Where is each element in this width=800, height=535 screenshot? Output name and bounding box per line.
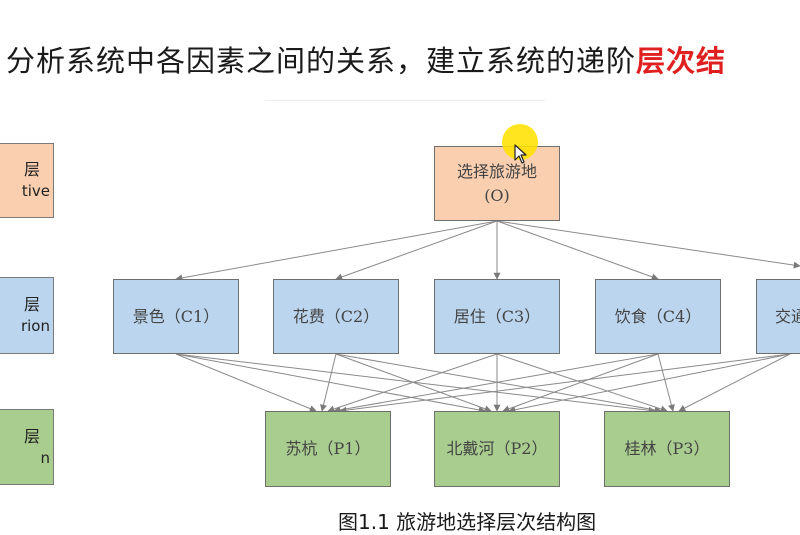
edge-c4-to-p2	[502, 353, 659, 413]
goal-node: 选择旅游地 (O)	[434, 146, 560, 221]
goal-code: (O)	[484, 185, 510, 205]
edge-c5-to-p2	[508, 353, 791, 414]
legend-plans-zh: 层	[23, 426, 40, 446]
edge-c3-to-p3	[496, 353, 668, 413]
plan-node-p3: 桂林（P3）	[604, 411, 730, 487]
plan-node-p1: 苏杭（P1）	[265, 411, 391, 487]
legend-goal-layer: 层 tive	[0, 143, 54, 218]
plan-node-p2: 北戴河（P2）	[434, 411, 560, 487]
edge-goal-to-c1	[175, 220, 498, 282]
edge-c1-to-p2	[175, 353, 486, 414]
legend-criteria-layer: 层 rion	[0, 277, 54, 354]
legend-goal-en: tive	[21, 182, 50, 201]
edge-c4-to-p3	[657, 353, 675, 412]
edge-c5-to-p1	[339, 353, 791, 414]
edge-c1-to-p3	[175, 353, 656, 414]
goal-label: 选择旅游地	[456, 162, 537, 182]
headline: 分析系统中各因素之间的关系，建立系统的递阶层次结	[6, 38, 726, 80]
edge-goal-to-c2	[335, 220, 498, 281]
criterion-node-c2: 花费（C2）	[273, 279, 399, 354]
headline-highlight: 层次结	[636, 44, 727, 78]
edge-c4-to-p1	[333, 353, 659, 414]
divider	[265, 100, 545, 101]
criterion-node-c4: 饮食（C4）	[595, 279, 721, 354]
legend-plans-layer: 层 n	[0, 409, 54, 485]
figure-caption: 图1.1 旅游地选择层次结构图	[338, 510, 597, 534]
legend-goal-zh: 层	[23, 160, 40, 180]
mouse-pointer-icon	[514, 144, 527, 164]
criterion-node-c5: 交通	[756, 279, 800, 354]
edge-c2-to-p1	[320, 353, 337, 412]
legend-plans-en: n	[40, 448, 50, 467]
edge-goal-to-c5	[496, 220, 800, 269]
criterion-node-c1: 景色（C1）	[113, 279, 239, 354]
edge-goal-to-c4	[496, 220, 659, 281]
legend-criteria-zh: 层	[23, 295, 40, 315]
edge-c5-to-p3	[678, 353, 791, 412]
headline-text: 分析系统中各因素之间的关系，建立系统的递阶	[6, 44, 637, 78]
edge-c3-to-p1	[327, 353, 498, 413]
edge-c1-to-p1	[175, 353, 317, 412]
legend-criteria-en: rion	[20, 317, 50, 336]
criterion-node-c3: 居住（C3）	[434, 279, 560, 354]
